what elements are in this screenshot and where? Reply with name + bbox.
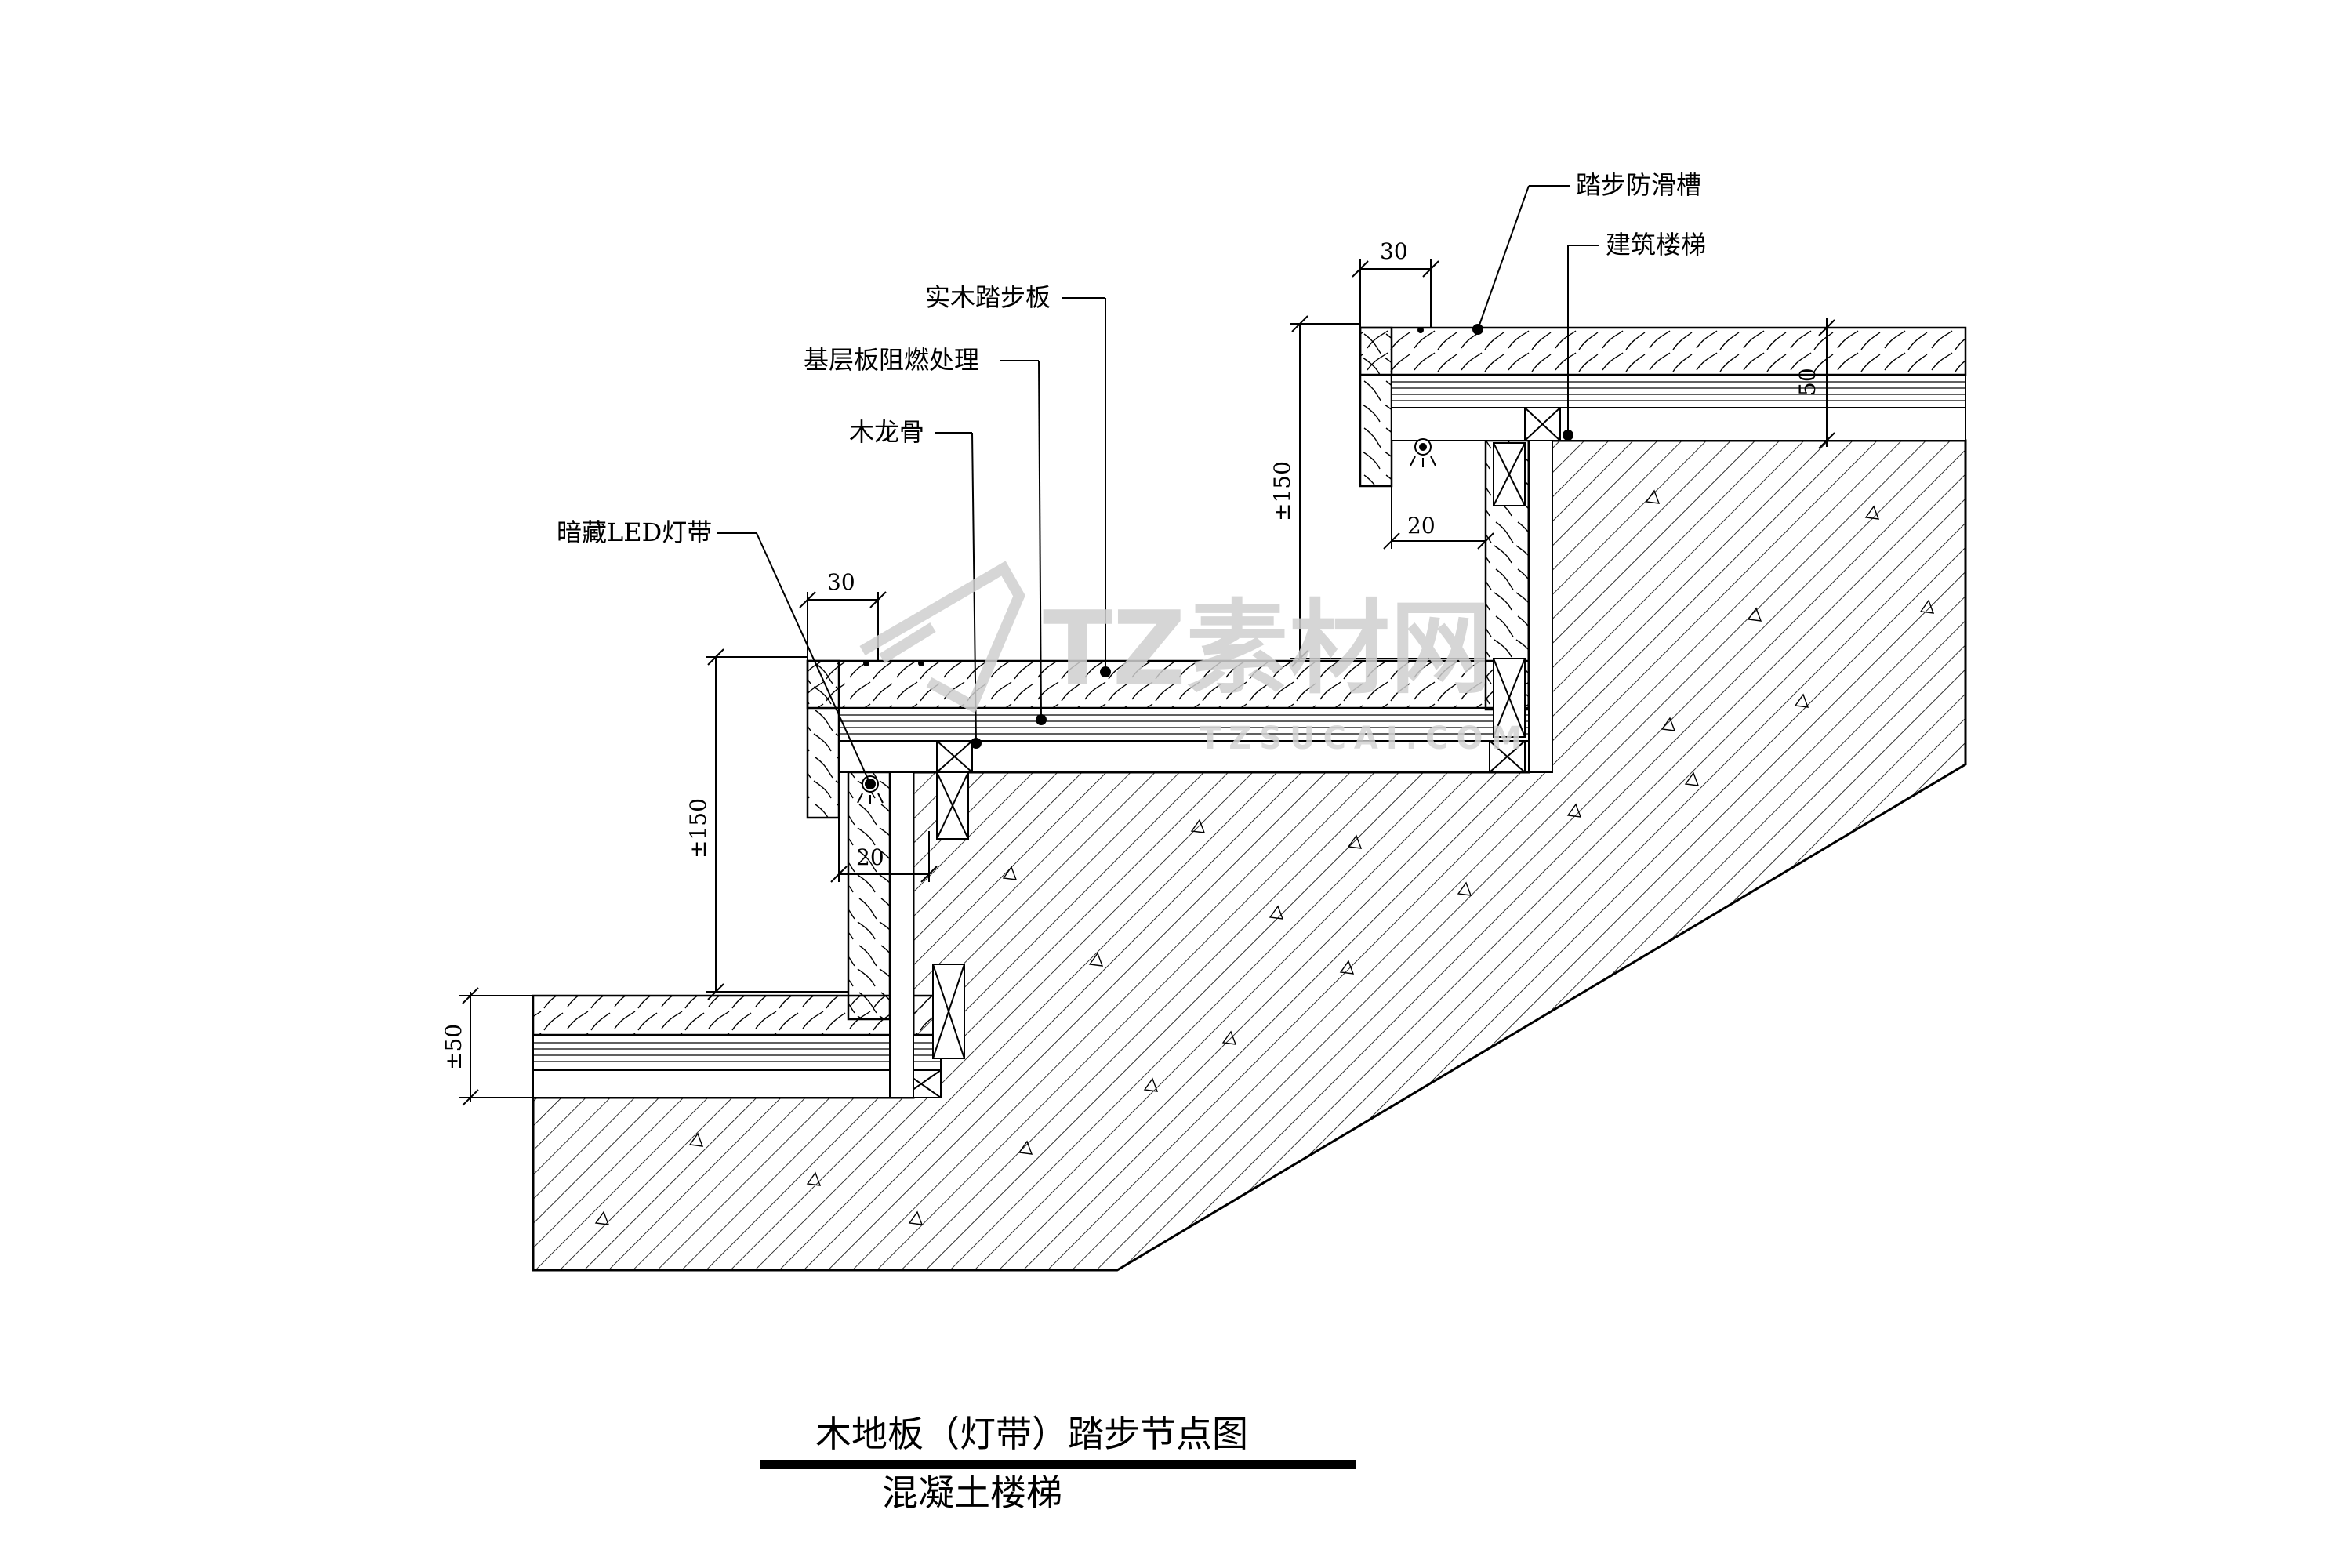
dim-upper-thickness: 50 bbox=[1795, 368, 1820, 396]
label-anti-slip: 踏步防滑槽 bbox=[1576, 170, 1701, 200]
dim-upper-gap: 20 bbox=[1407, 513, 1436, 539]
dim-lower-gap: 20 bbox=[856, 844, 884, 870]
concrete-stair bbox=[532, 439, 1967, 1272]
watermark-text: TZ素材网 bbox=[1043, 589, 1492, 708]
dim-lower-nosing: 30 bbox=[827, 569, 855, 595]
aggregate-marks bbox=[594, 489, 1935, 1225]
drawing-subtitle: 混凝土楼梯 bbox=[882, 1472, 1062, 1514]
drawing-title: 木地板（灯带）踏步节点图 bbox=[815, 1413, 1248, 1455]
label-base-board: 基层板阻燃处理 bbox=[804, 345, 979, 375]
lower-step-assembly bbox=[806, 659, 1542, 1098]
label-hidden-led: 暗藏LED灯带 bbox=[557, 517, 712, 547]
title-thin-line bbox=[760, 1468, 1356, 1469]
dimension-lines bbox=[459, 259, 1838, 1106]
watermark: TZ素材网 TZSUCAI.COM bbox=[859, 561, 1530, 757]
dim-lower-riser: ±150 bbox=[685, 798, 711, 858]
watermark-logo-icon bbox=[859, 561, 1025, 713]
upper-led-strip bbox=[1410, 438, 1436, 467]
label-solid-wood-tread: 实木踏步板 bbox=[925, 282, 1051, 312]
label-wood-keel: 木龙骨 bbox=[849, 417, 924, 447]
title-underline bbox=[760, 1460, 1356, 1468]
leader-dots bbox=[865, 324, 1573, 789]
label-building-stair: 建筑楼梯 bbox=[1606, 230, 1706, 260]
dim-upper-riser: ±150 bbox=[1269, 461, 1295, 521]
dim-floor-thickness: ±50 bbox=[441, 1024, 466, 1070]
dim-upper-nosing: 30 bbox=[1380, 238, 1408, 264]
upper-step-assembly bbox=[1359, 326, 1967, 773]
watermark-url: TZSUCAI.COM bbox=[1200, 720, 1530, 757]
